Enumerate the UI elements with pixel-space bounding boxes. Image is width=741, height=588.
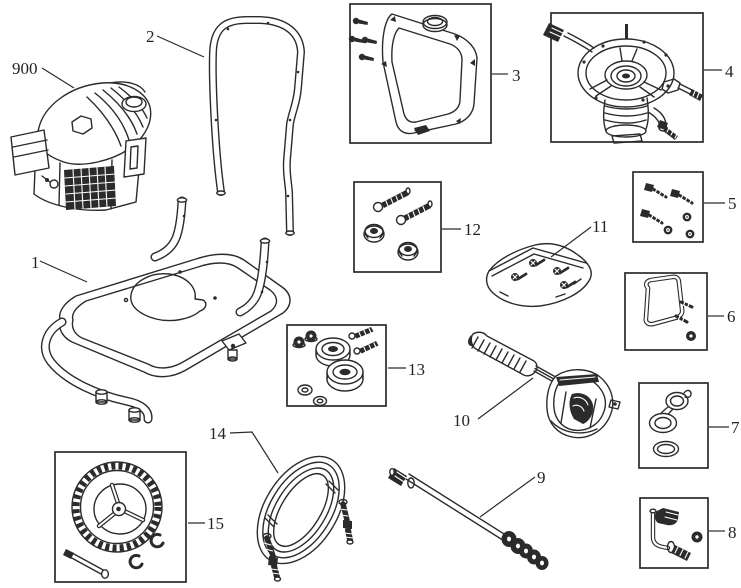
callout-label-hose: 14 [209, 424, 227, 443]
callout-label-siphon-kit: 8 [728, 523, 737, 542]
part-pump [543, 23, 703, 144]
bag-screws [511, 258, 577, 289]
callout-label-handle: 2 [146, 27, 155, 46]
part-screw-bag [485, 242, 592, 308]
callout-fastener-kit: 5 [704, 194, 737, 213]
kit-box-siphon [639, 497, 709, 569]
callout-screw-bag: 11 [550, 217, 608, 258]
callout-pump-kit: 4 [704, 62, 734, 81]
callout-frame: 1 [31, 253, 88, 283]
callout-gun: 10 [453, 377, 534, 430]
callout-tank-kit: 3 [492, 66, 521, 85]
callout-isolator-kit: 13 [388, 360, 425, 379]
kit-box-knob [353, 181, 442, 273]
callout-knob-kit: 12 [442, 220, 481, 239]
kit-box-fasteners [632, 171, 704, 243]
callout-bracket-kit: 6 [708, 307, 736, 326]
callout-label-wand: 9 [537, 468, 546, 487]
kit-box-wheel [54, 451, 187, 583]
hose-fitting-right [338, 498, 355, 545]
part-frame [40, 196, 291, 424]
callout-label-bracket-kit: 6 [727, 307, 736, 326]
part-fastener-kit [640, 183, 695, 239]
part-bracket-kit [643, 274, 696, 341]
tank-screws [348, 17, 377, 61]
part-gun [468, 331, 621, 439]
wheel-e-clips [128, 532, 165, 570]
part-wheel-kit [63, 461, 165, 579]
part-hose [256, 455, 355, 582]
callout-label-screw-bag: 11 [592, 217, 608, 236]
hose-fitting-left [262, 532, 282, 582]
frame-feet [95, 389, 141, 423]
callout-wheel-kit: 15 [188, 514, 224, 533]
callout-label-isolator-kit: 13 [408, 360, 425, 379]
callout-label-wheel-kit: 15 [207, 514, 224, 533]
kit-box-cap [638, 382, 709, 469]
callout-engine: 900 [12, 59, 75, 89]
part-knob-kit [363, 187, 433, 261]
callout-label-knob-kit: 12 [464, 220, 481, 239]
part-handle [208, 16, 305, 236]
callout-siphon-kit: 8 [709, 523, 737, 542]
callout-label-frame: 1 [31, 253, 40, 272]
callout-label-fastener-kit: 5 [728, 194, 737, 213]
callout-label-cap-kit: 7 [731, 418, 740, 437]
part-cap-kit [648, 389, 692, 458]
callout-handle: 2 [146, 27, 205, 58]
callout-label-tank-kit: 3 [512, 66, 521, 85]
kit-box-tank [349, 3, 492, 144]
part-isolator-kit [292, 327, 379, 407]
part-tank-kit [348, 13, 478, 135]
callout-label-engine: 900 [12, 59, 38, 78]
callout-wand: 9 [479, 468, 546, 518]
frame-axle-bracket [221, 333, 247, 362]
part-engine [10, 81, 152, 212]
callout-label-pump-kit: 4 [725, 62, 734, 81]
part-wand [388, 467, 549, 570]
kit-box-isolator [286, 324, 387, 407]
callout-label-gun: 10 [453, 411, 470, 430]
kit-box-bracket [624, 272, 708, 351]
wheel-axle [63, 549, 110, 579]
callout-hose: 14 [209, 424, 279, 474]
part-siphon-kit [649, 508, 703, 561]
callout-cap-kit: 7 [709, 418, 740, 437]
